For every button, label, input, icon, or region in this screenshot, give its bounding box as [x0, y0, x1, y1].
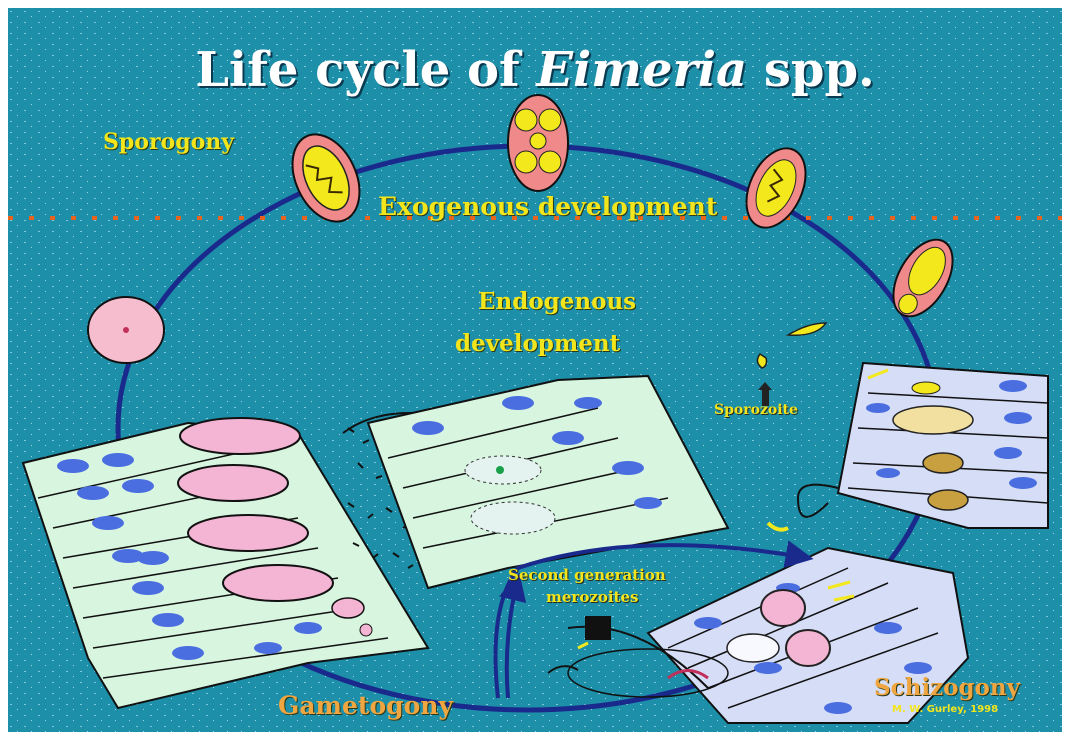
label-merozoites-1: Second generation [508, 568, 666, 583]
label-sporozoite: Sporozoite [714, 403, 798, 417]
page-title: Life cycle of Eimeria spp. [8, 46, 1062, 94]
sporulated-oocyst [508, 95, 568, 191]
life-cycle-diagram [8, 8, 1062, 732]
slide-background: Life cycle of Eimeria spp. Sporogony Exo… [8, 8, 1062, 732]
label-sporogony: Sporogony [103, 131, 234, 153]
label-endogenous-1: Endogenous [478, 290, 636, 313]
label-exogenous: Exogenous development [378, 194, 717, 219]
unsporulated-oocyst [88, 297, 164, 363]
label-gametogony: Gametogony [278, 693, 453, 718]
label-endogenous-2: development [455, 332, 620, 355]
label-credit: M. W. Gurley, 1998 [892, 705, 998, 715]
label-merozoites-2: merozoites [546, 590, 638, 605]
label-schizogony: Schizogony [874, 676, 1020, 699]
